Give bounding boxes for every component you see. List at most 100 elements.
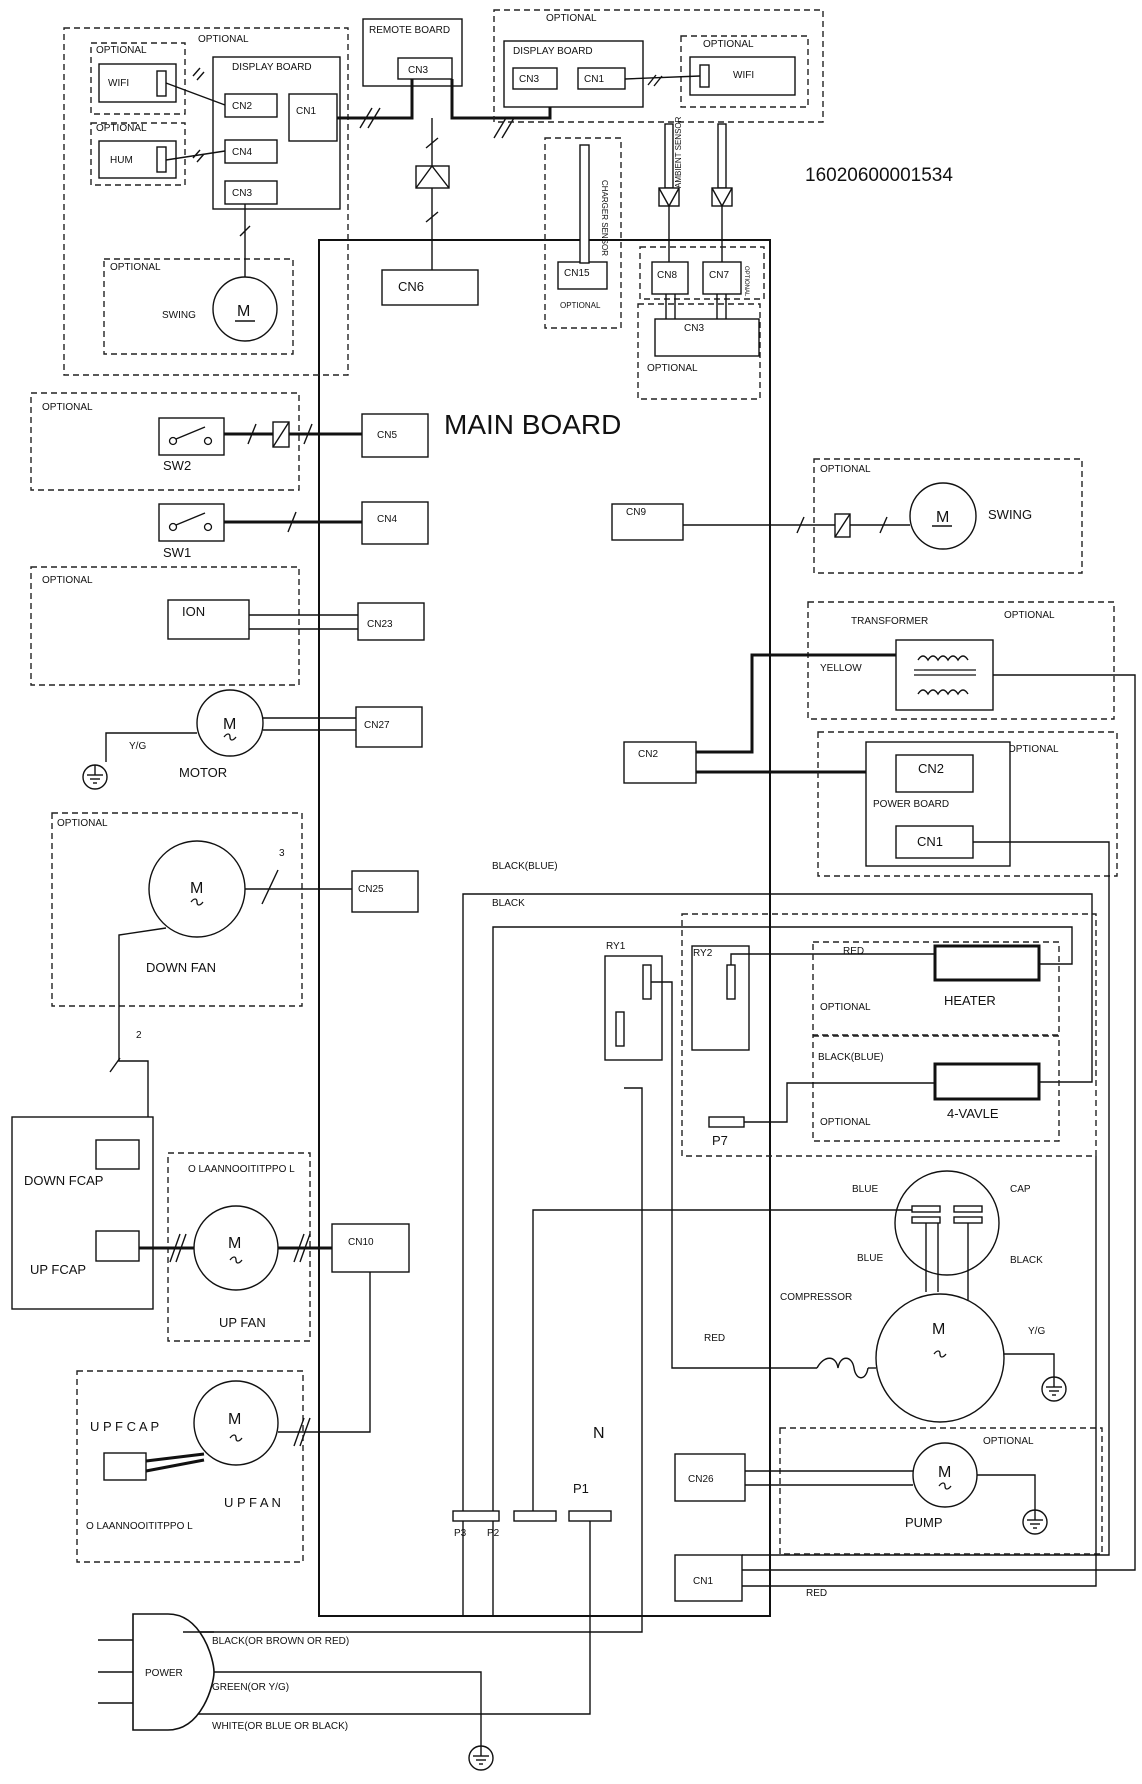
power-plug-icon [132, 1613, 215, 1731]
pump-label: PUMP [905, 1515, 943, 1530]
main-cn1 [674, 1554, 743, 1602]
main-cn6-label: CN6 [398, 279, 424, 294]
main-cn27 [355, 706, 423, 748]
main-cn10-label: CN10 [348, 1237, 374, 1248]
wire-wifi-cn2 [165, 82, 226, 106]
up-fan-b-label: U P F A N [224, 1495, 281, 1510]
display-left-cn2 [224, 93, 278, 118]
display-right-cn3 [512, 67, 558, 90]
display-group-right-optional [493, 9, 824, 123]
power-board-optional-label: OPTIONAL [1008, 744, 1059, 755]
power-board-optional [817, 731, 1118, 877]
up-fan-b-title: O LAANNOOITITPPO L [86, 1521, 193, 1532]
wire-cn2-transformer [696, 653, 896, 754]
main-cn7-label: CN7 [709, 270, 729, 281]
wire-cap-p-terminal [532, 1209, 912, 1521]
wire-power-board-cn1 [742, 841, 1110, 1556]
hum-optional [90, 122, 186, 186]
wire-transformer-cn1 [742, 674, 1136, 1571]
wire-up-fan-b-fcap [145, 1452, 205, 1473]
display-right-cn1-label: CN1 [584, 74, 604, 85]
heater-label: HEATER [944, 993, 996, 1008]
main-cn3-label: CN3 [684, 323, 704, 334]
motor-icon [196, 689, 264, 757]
main-cn7-note: OPTIONAL [743, 266, 749, 297]
motor-yg-label: Y/G [129, 741, 146, 752]
line-wire-label: BLACK(OR BROWN OR RED) [212, 1636, 349, 1647]
up-fcap-label: UP FCAP [30, 1262, 86, 1277]
cn3-optional [637, 303, 761, 400]
main-cn9 [611, 503, 684, 541]
display-group-right-optional-label: OPTIONAL [546, 13, 597, 24]
run-capacitor-icon [894, 1170, 1000, 1276]
wire-ry1-power [183, 1087, 643, 1633]
ion-optional-label: OPTIONAL [42, 575, 93, 586]
hum-label: HUM [110, 155, 133, 166]
black-blue-label-2: BLACK(BLUE) [818, 1052, 884, 1063]
relay-ry1-label: RY1 [606, 941, 626, 952]
power-plug-label: POWER [145, 1668, 183, 1679]
down-fan-fcap-wire-count: 2 [136, 1030, 142, 1041]
pump-ground-icon [1022, 1509, 1048, 1535]
compressor-m: M [932, 1321, 945, 1338]
main-cn2-label: CN2 [638, 749, 658, 760]
power-board-cn2 [895, 754, 974, 793]
main-cn3 [654, 318, 760, 357]
relay-ry2 [691, 945, 750, 1051]
swing-left-label: SWING [162, 310, 196, 321]
p1-label: P1 [573, 1481, 589, 1496]
sw1-switch-icon [158, 503, 225, 542]
swing-left-motor-m: M [237, 303, 250, 320]
remote-cn3-label: CN3 [408, 65, 428, 76]
main-cn7 [702, 261, 742, 295]
wire-break-marks [192, 67, 205, 81]
compressor-label: COMPRESSOR [780, 1292, 852, 1303]
swing-left-optional-label: OPTIONAL [110, 262, 161, 273]
ion-label: ION [182, 604, 205, 619]
black-label-2: BLACK [1010, 1255, 1043, 1266]
display-left-cn1-label: CN1 [296, 106, 316, 117]
down-fcap-terminal [95, 1139, 140, 1170]
sensor-connector-icon-1 [658, 187, 680, 207]
ion-module [167, 599, 250, 640]
pump-m: M [938, 1464, 951, 1481]
p3-p2-terminal [452, 1510, 500, 1522]
up-fan-a-m: M [228, 1235, 241, 1252]
down-fcap-label: DOWN FCAP [24, 1173, 103, 1188]
hum-optional-label: OPTIONAL [96, 123, 147, 134]
cap-label: CAP [1010, 1184, 1031, 1195]
valve-label: 4-VAVLE [947, 1106, 999, 1121]
p2-label: P2 [487, 1528, 500, 1539]
wire-break-marks-2 [192, 149, 205, 163]
relay-ry2-label: RY2 [693, 948, 713, 959]
power-board-label: POWER BOARD [873, 799, 949, 810]
neutral-label: N [593, 1425, 605, 1442]
main-cn26 [674, 1453, 746, 1502]
power-ground-icon [468, 1745, 494, 1771]
main-cn9-label: CN9 [626, 507, 646, 518]
up-fan-b-motor-icon [193, 1380, 279, 1466]
wifi-left-connector [156, 70, 167, 97]
wifi-left-optional-label: OPTIONAL [96, 45, 147, 56]
display-board-right-label: DISPLAY BOARD [513, 46, 593, 57]
sw1-label: SW1 [163, 545, 191, 560]
pump-optional-label: OPTIONAL [983, 1436, 1034, 1447]
wire-cn1-loads [742, 1156, 1097, 1587]
red-heater-label: RED [843, 946, 864, 957]
compressor-yg-label: Y/G [1028, 1326, 1045, 1337]
down-fan-m: M [190, 880, 203, 897]
p1-terminal [568, 1510, 612, 1522]
up-fcap-terminal [95, 1230, 140, 1262]
main-cn15 [557, 261, 608, 290]
wire-motor-ground [105, 732, 197, 762]
down-fan-optional [51, 812, 303, 1007]
sw2-switch-icon [158, 417, 225, 456]
remote-cn3 [397, 57, 453, 80]
swing-right-m: M [936, 509, 949, 526]
wire-ry2-heater [730, 953, 935, 965]
wifi-left-optional [90, 42, 186, 115]
cn6-connector-icon [415, 165, 450, 189]
motor-ground-icon [82, 764, 108, 790]
compressor-motor-icon [875, 1293, 1005, 1423]
swing-right-optional-label: OPTIONAL [820, 464, 871, 475]
